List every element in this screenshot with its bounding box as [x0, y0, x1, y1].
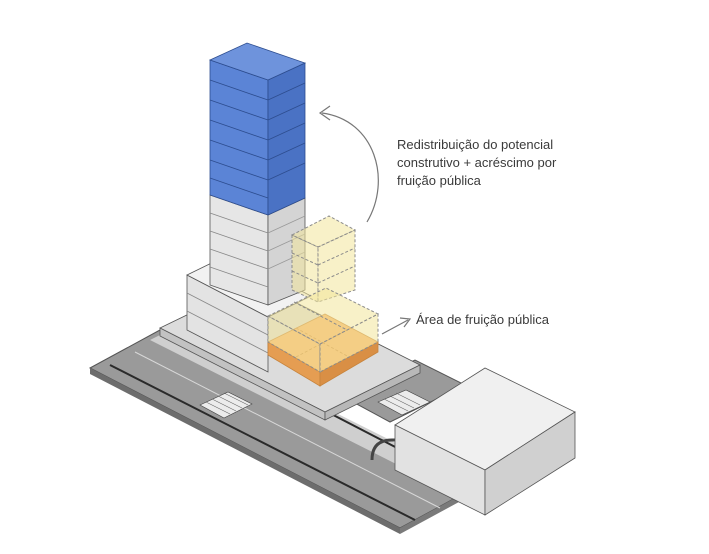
curb-corner [370, 438, 410, 461]
lane-marking [134, 351, 441, 509]
crosswalk-right [377, 389, 431, 416]
redistribution-arrow [318, 105, 379, 223]
public-area-label: Área de fruição pública [416, 312, 549, 327]
ghost-volume [266, 215, 380, 373]
tower-redistributed-floors [208, 42, 307, 216]
neighbor-building [394, 367, 576, 516]
lane-marking [109, 364, 416, 521]
public-area-arrow [381, 317, 412, 335]
redistribution-label: Redistribuição do potencial construtivo … [397, 137, 557, 188]
crosswalk-left [199, 391, 253, 419]
main-road-side [90, 368, 400, 534]
